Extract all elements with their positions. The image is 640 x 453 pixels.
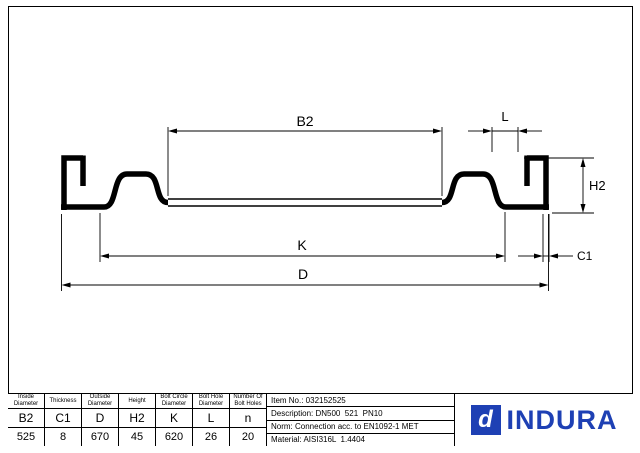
column-header: Height [119,394,155,409]
column-header: Inside Diameter [8,394,44,409]
description: Description: DN500 521 PN10 [267,406,454,419]
norm: Norm: Connection acc. to EN1092-1 MET [267,419,454,433]
table-column-thickness: Thickness C1 8 [45,394,82,446]
dimension-k: K [99,212,506,262]
left-lip-outline [61,155,83,210]
column-value: 20 [241,431,255,443]
column-value: 26 [204,431,218,443]
column-symbol: H2 [119,409,155,428]
dimension-label-h2: H2 [589,178,606,193]
indura-logo: d INDURA [455,394,633,446]
column-value: 620 [164,431,184,443]
dimension-d: D [61,214,549,291]
column-value: 525 [16,431,36,443]
table-column-number-of-bolt-holes: Number Of Bolt Holes n 20 [230,394,267,446]
material: Material: AISI316L 1.4404 [267,432,454,446]
indura-logo-text: INDURA [506,404,618,435]
column-value: 8 [59,431,67,443]
table-column-height: Height H2 45 [119,394,156,446]
column-symbol: L [193,409,229,428]
dimension-l: L [468,109,542,152]
column-header: Bolt Circle Diameter [156,394,192,409]
sheet-border [8,6,633,446]
right-neck-curve [441,171,507,210]
part-info-block: Item No.: 032152525 Description: DN500 5… [267,394,455,446]
indura-logo-icon: d [470,405,501,435]
column-symbol: C1 [45,409,81,428]
column-header: Number Of Bolt Holes [230,394,266,409]
column-symbol: D [82,409,118,428]
table-column-outside-diameter: Outside Diameter D 670 [82,394,119,446]
dimension-label-d: D [298,266,308,282]
column-header: Bolt Hole Diameter [193,394,229,409]
dimension-b2: B2 [167,113,443,196]
column-symbol: K [156,409,192,428]
dimension-h2: H2 [524,157,606,214]
table-column-inside-diameter: Inside Diameter B2 525 [8,394,45,446]
dimension-c1: C1 [518,214,593,263]
dimension-label-b2: B2 [296,113,313,129]
dimension-label-l: L [501,109,508,124]
column-symbol: B2 [8,409,44,428]
item-number: Item No.: 032152525 [271,395,346,405]
column-symbol: n [230,409,266,428]
column-header: Thickness [45,394,81,409]
left-neck-curve [103,171,169,210]
dimension-label-c1: C1 [577,249,593,263]
table-column-bolt-hole-diameter: Bolt Hole Diameter L 26 [193,394,230,446]
dimension-label-k: K [297,237,307,253]
column-header: Outside Diameter [82,394,118,409]
table-column-bolt-circle-diameter: Bolt Circle Diameter K 620 [156,394,193,446]
title-block: Inside Diameter B2 525 Thickness C1 8 Ou… [8,393,633,446]
column-value: 45 [130,431,144,443]
column-value: 670 [90,431,110,443]
